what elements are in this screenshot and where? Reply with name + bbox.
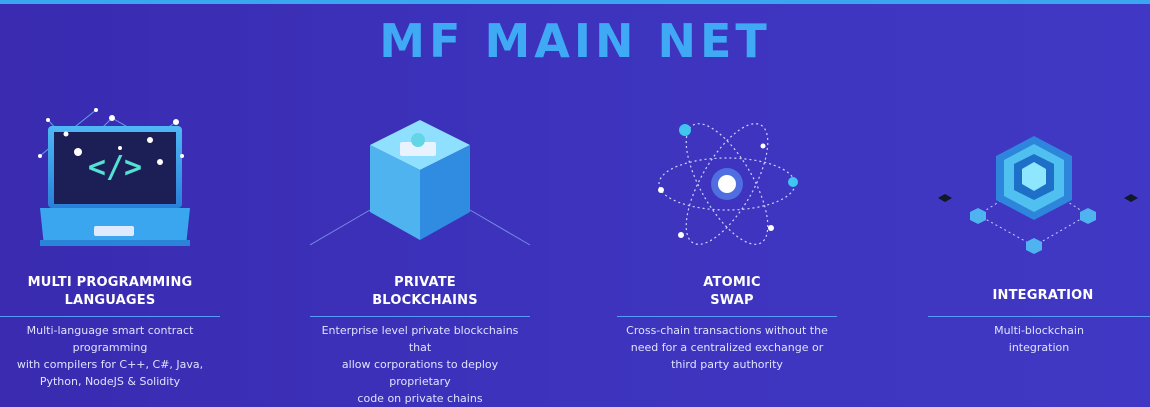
heading-line: INTEGRATION [992,288,1094,303]
feature-description: Enterprise level private blockchains tha… [310,322,530,407]
feature-description: Cross-chain transactions without the nee… [617,322,837,373]
blockchain-cube-icon [310,120,531,246]
heading-line: SWAP [710,293,754,308]
divider [310,316,530,317]
page-title: MF MAIN NET [379,14,771,68]
divider [0,316,220,317]
feature-description: Multi-language smart contract programmin… [0,322,220,390]
desc-line: Enterprise level private blockchains tha… [321,324,519,354]
desc-line: integration [1008,341,1070,354]
desc-line: need for a centralized exchange or [630,341,824,354]
divider [617,316,837,317]
feature-heading: PRIVATE BLOCKCHAINS [310,274,540,310]
desc-line: Cross-chain transactions without the [626,324,828,337]
atom-orbit-icon [658,123,798,245]
desc-line: Multi-blockchain [994,324,1084,337]
heading-line: BLOCKCHAINS [372,293,478,308]
feature-description: Multi-blockchain integration [928,322,1150,356]
svg-text:</>: </> [88,150,142,185]
heading-line: PRIVATE [394,275,456,290]
desc-line: allow corporations to deploy proprietary [341,358,499,388]
heading-line: MULTI PROGRAMMING [27,275,193,290]
heading-line: LANGUAGES [64,293,156,308]
heading-line: ATOMIC [703,275,761,290]
desc-line: code on private chains [357,392,483,405]
desc-line: Python, NodeJS & Solidity [39,375,181,388]
desc-line: with compilers for C++, C#, Java, [16,358,204,371]
laptop-code-icon: </> [38,108,190,246]
divider [928,316,1150,317]
top-accent-bar [0,0,1150,4]
desc-line: third party authority [671,358,783,371]
feature-heading: INTEGRATION [928,287,1150,305]
integration-hub-icon [938,136,1138,254]
desc-line: Multi-language smart contract programmin… [26,324,194,354]
feature-heading: MULTI PROGRAMMING LANGUAGES [0,274,220,310]
feature-heading: ATOMIC SWAP [617,274,847,310]
